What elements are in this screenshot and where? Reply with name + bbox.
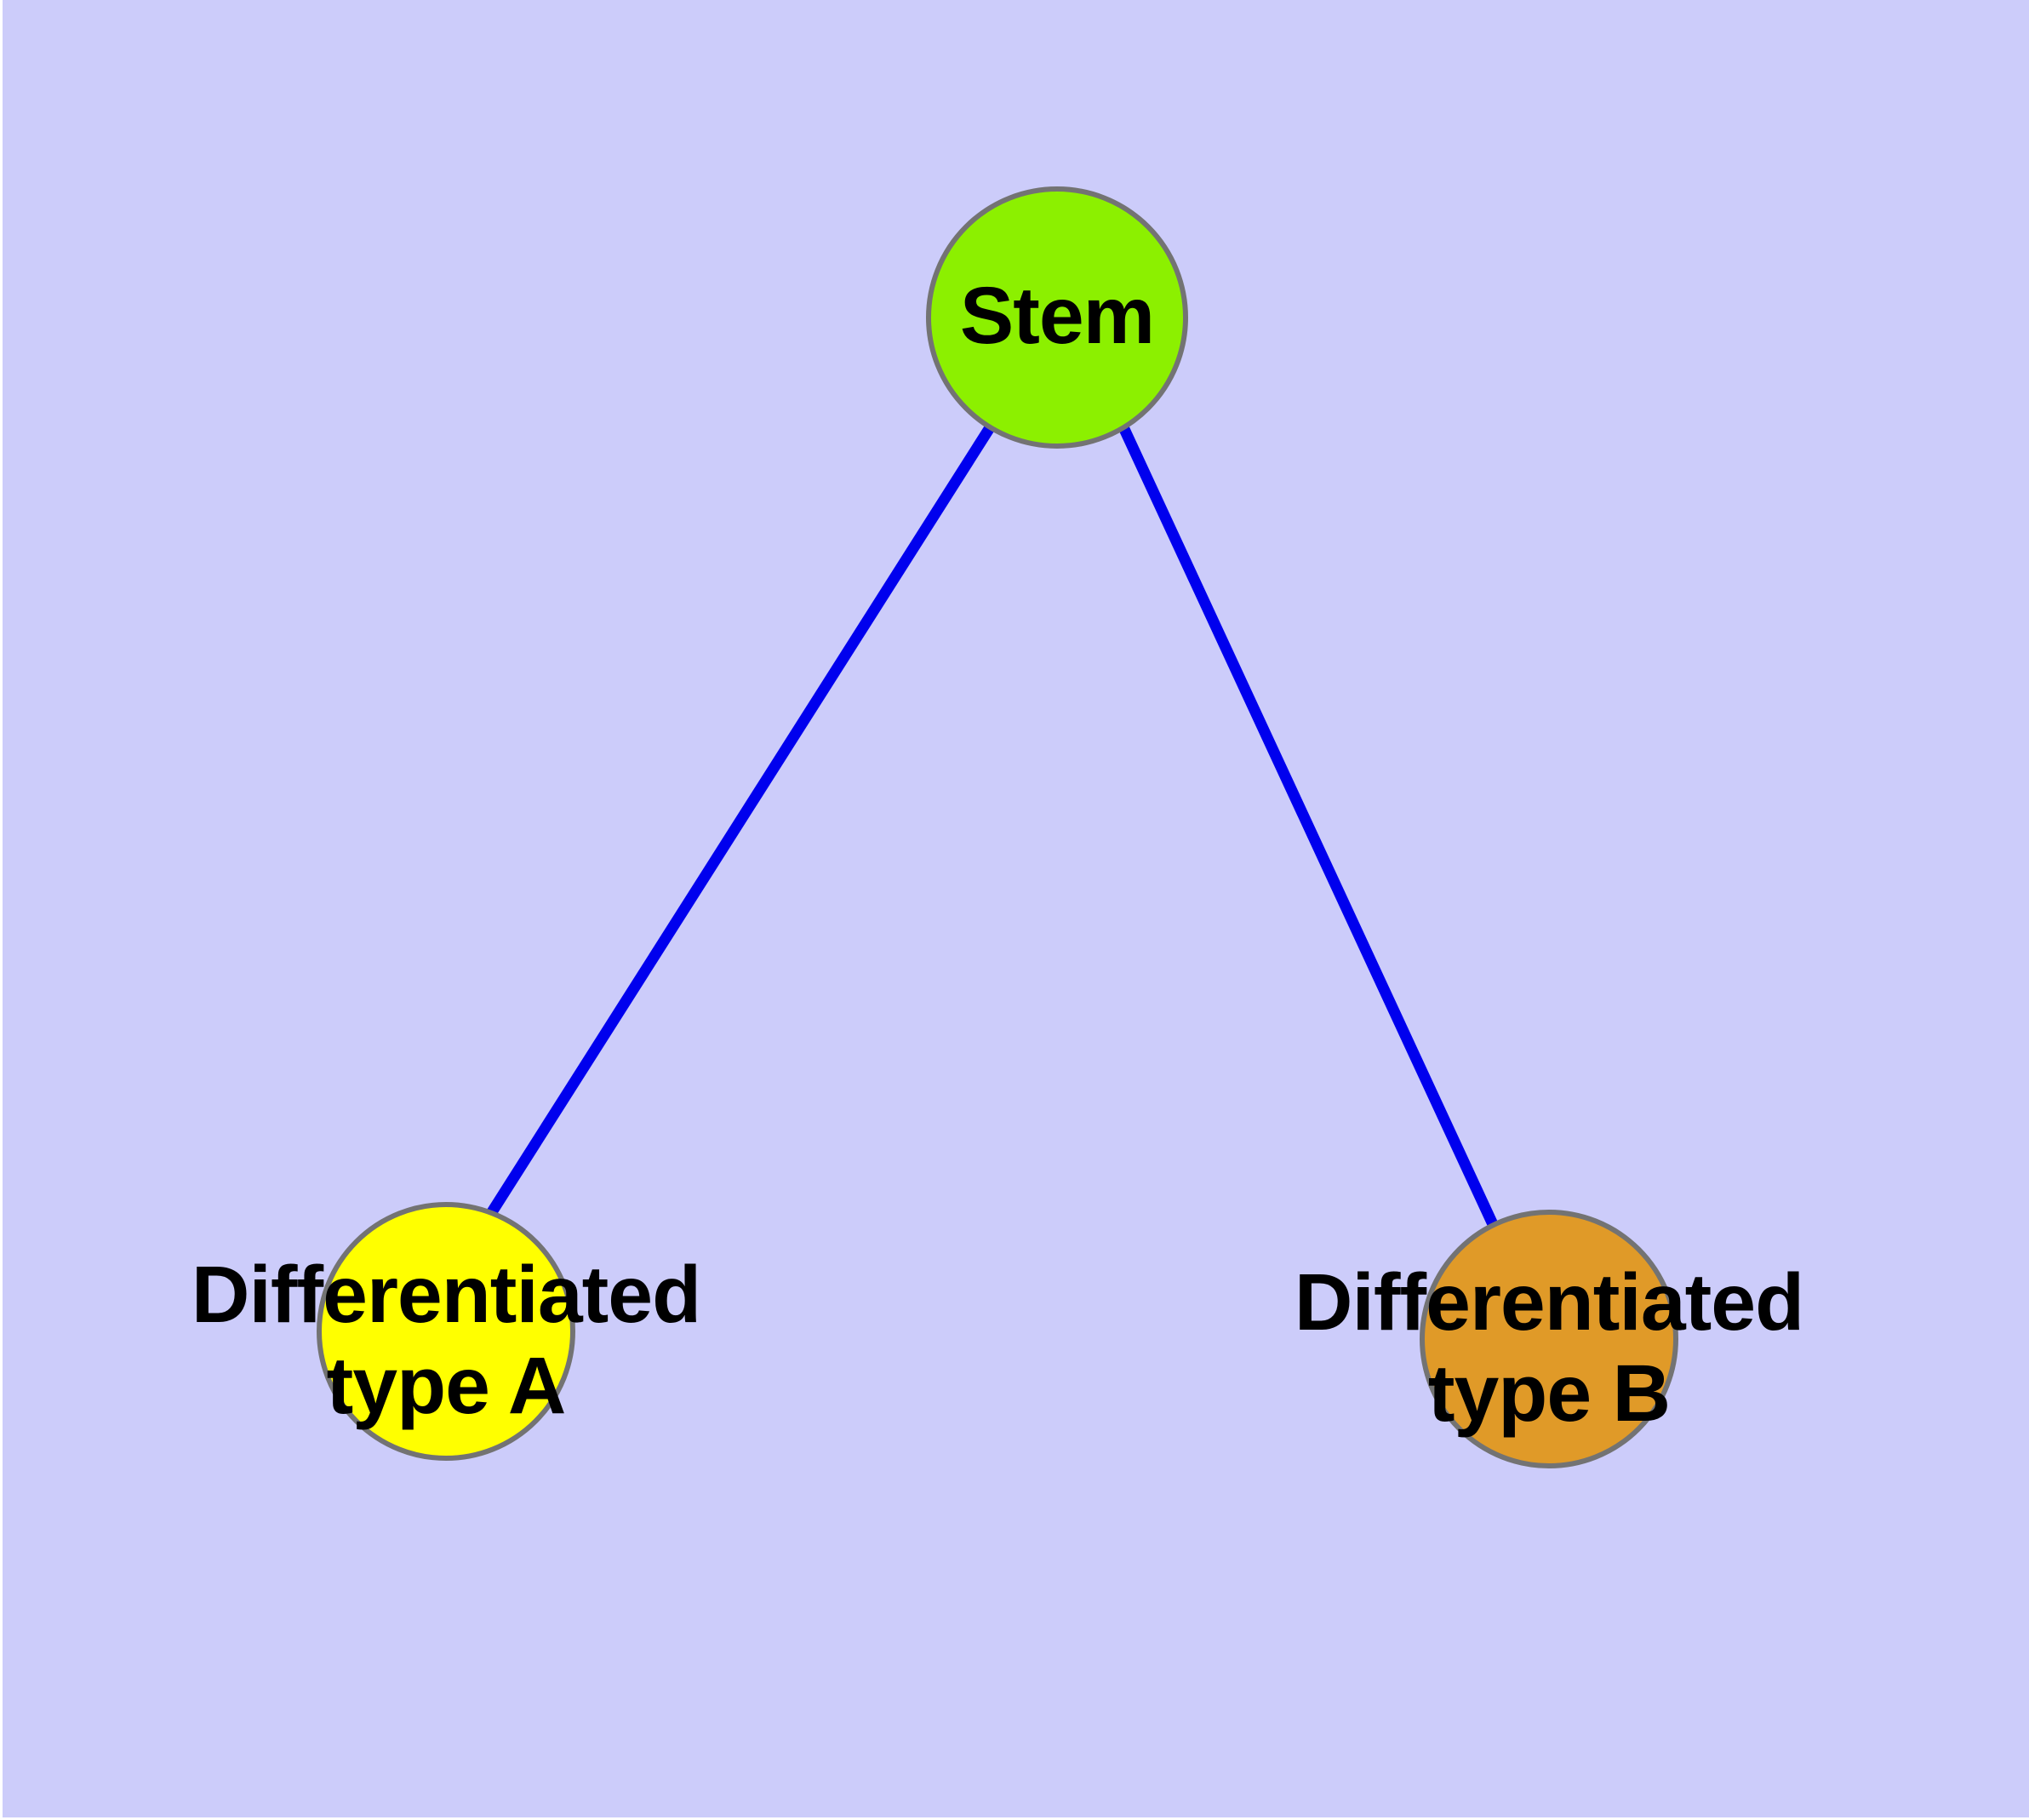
edge-layer xyxy=(479,426,1502,1236)
node-differentiated-type-b[interactable] xyxy=(1420,1210,1678,1468)
graph-plot-area: Stem Differentiated type A Differentiate… xyxy=(3,0,2029,1817)
node-stem[interactable] xyxy=(926,186,1188,449)
node-differentiated-type-a[interactable] xyxy=(317,1202,575,1461)
edge-stem-to-differentiated-type-a xyxy=(479,426,994,1228)
edge-stem-to-differentiated-type-b xyxy=(1119,426,1502,1236)
